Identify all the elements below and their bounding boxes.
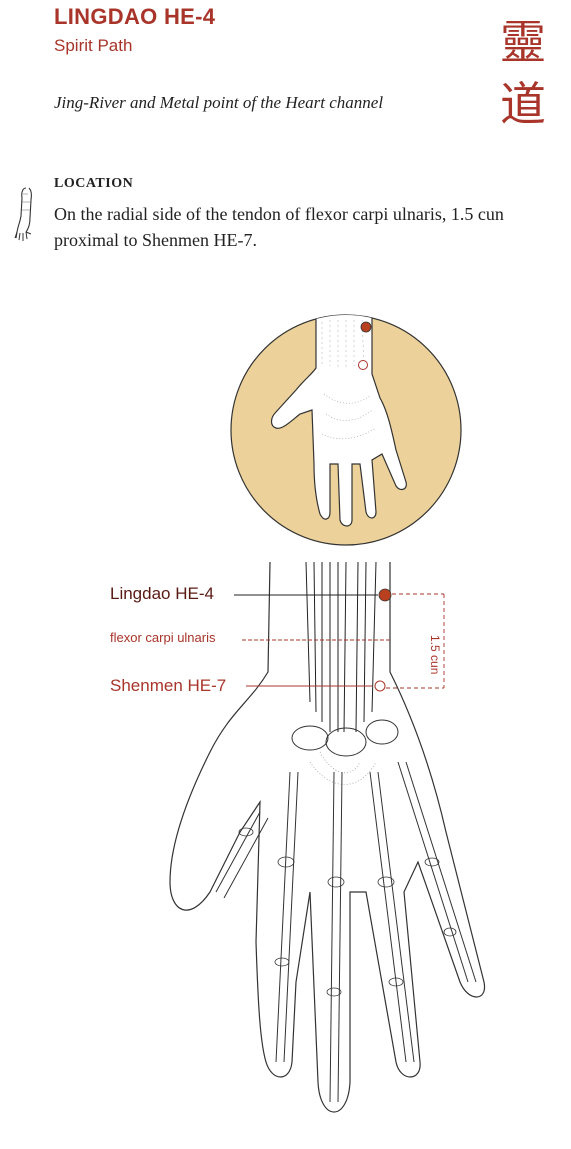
hand-skeleton-illustration: [169, 562, 486, 1113]
point-description: Jing-River and Metal point of the Heart …: [54, 93, 384, 112]
shenmen-point-marker: [358, 360, 368, 370]
label-shenmen: Shenmen HE-7: [110, 676, 227, 695]
point-title: LINGDAO HE-4: [54, 4, 216, 29]
arm-icon: [14, 187, 32, 241]
label-flexor-carpi-ulnaris: flexor carpi ulnaris: [110, 630, 216, 645]
label-lingdao: Lingdao HE-4: [110, 584, 214, 603]
location-heading: LOCATION: [54, 176, 134, 191]
location-text: On the radial side of the tendon of flex…: [54, 204, 504, 250]
lingdao-skeleton-marker: [378, 588, 392, 602]
chinese-char-dao: 道: [500, 77, 546, 130]
hand-circle-illustration: [230, 314, 462, 546]
label-measurement: 1.5 cun: [428, 635, 442, 675]
chinese-char-ling: 靈: [500, 15, 546, 69]
shenmen-skeleton-marker: [374, 680, 386, 692]
chinese-characters: 靈 道: [500, 15, 546, 130]
point-subtitle: Spirit Path: [54, 36, 133, 55]
lingdao-point-marker: [360, 321, 372, 333]
